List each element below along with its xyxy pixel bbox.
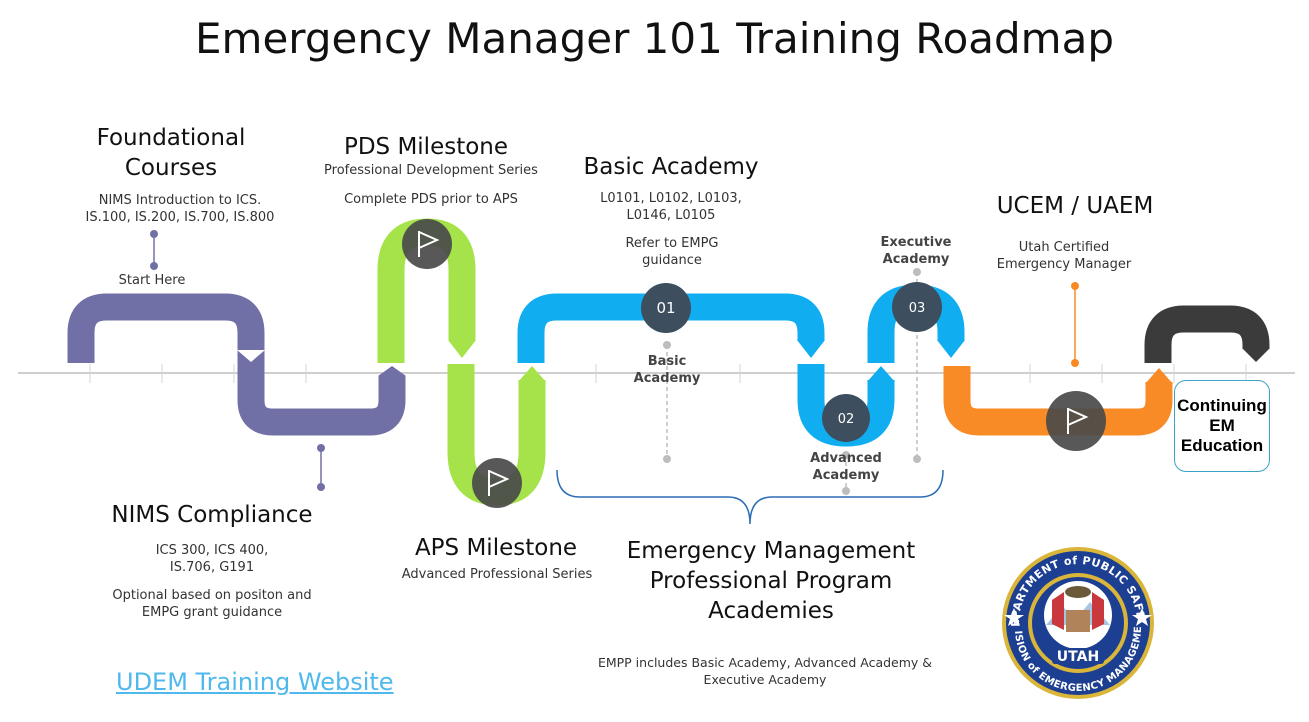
arrow-head-purple — [378, 366, 406, 376]
ucem-desc-line1: Utah Certified — [1018, 240, 1110, 255]
empp-brace — [556, 469, 944, 525]
flag-icon — [418, 231, 440, 257]
start-here-label: Start Here — [118, 273, 186, 288]
nims-desc-line1: ICS 300, ICS 400, — [155, 543, 269, 558]
marker-02-label: 02 — [838, 412, 855, 427]
path-segment-dark — [1144, 305, 1270, 363]
nims-desc-line2: IS.706, G191 — [169, 560, 255, 575]
advanced-marker-line2: Academy — [812, 468, 880, 483]
empp-heading: Emergency Management Professional Progra… — [611, 536, 931, 626]
marker-03-label: 03 — [909, 301, 926, 316]
basic-academy-marker-label: Basic Academy — [617, 353, 717, 387]
empp-desc-line1: EMPP includes Basic Academy, Advanced Ac… — [597, 655, 933, 670]
advanced-academy-marker-label: Advanced Academy — [787, 450, 905, 484]
basic-marker-line2: Academy — [633, 371, 701, 386]
basic-academy-note: Refer to EMPG guidance — [599, 235, 745, 269]
aps-heading: APS Milestone — [414, 535, 578, 561]
ucem-flag-marker — [1046, 391, 1106, 451]
advanced-marker-line1: Advanced — [810, 451, 882, 466]
foundational-desc: NIMS Introduction to ICS. IS.100, IS.200… — [60, 192, 300, 226]
foundational-desc-line1: NIMS Introduction to ICS. — [98, 193, 262, 208]
basic-academy-heading: Basic Academy — [583, 154, 759, 180]
empp-desc: EMPP includes Basic Academy, Advanced Ac… — [584, 654, 946, 688]
timeline-ticks — [89, 364, 1247, 383]
empp-heading-line1: Emergency Management — [626, 538, 916, 564]
marker-01-label: 01 — [656, 299, 675, 317]
empp-heading-line3: Academies — [708, 598, 834, 624]
continuing-line3: Education — [1180, 436, 1264, 455]
page-title: Emergency Manager 101 Training Roadmap — [195, 14, 1114, 63]
executive-academy-marker-label: Executive Academy — [857, 234, 975, 268]
empp-heading-line2: Professional Program — [649, 568, 893, 594]
connector-start — [150, 230, 158, 270]
executive-marker-line1: Executive — [880, 235, 952, 250]
marker-01 — [641, 283, 691, 333]
basic-academy-note-line1: Refer to EMPG — [625, 236, 719, 251]
nims-desc: ICS 300, ICS 400, IS.706, G191 — [112, 542, 312, 576]
marker-03 — [892, 282, 942, 332]
aps-subtitle: Advanced Professional Series — [401, 567, 593, 582]
foundational-heading-line1: Foundational — [96, 125, 246, 151]
connector-advanced — [842, 451, 850, 495]
nims-note-line2: EMPG grant guidance — [141, 605, 283, 620]
continuing-line1: Continuing — [1177, 396, 1267, 415]
continuing-line2: EM — [1209, 416, 1235, 435]
nims-heading: NIMS Compliance — [111, 502, 313, 528]
flag-icon — [1067, 408, 1089, 434]
basic-academy-desc-line1: L0101, L0102, L0103, — [600, 191, 742, 206]
path-segment-purple — [67, 293, 406, 436]
connector-nims — [317, 444, 325, 491]
pds-flag-marker — [402, 219, 452, 269]
foundational-heading: Foundational Courses — [71, 123, 271, 183]
basic-marker-line1: Basic — [647, 354, 687, 369]
foundational-desc-line2: IS.100, IS.200, IS.700, IS.800 — [85, 210, 275, 225]
empp-desc-line2: Executive Academy — [703, 672, 827, 687]
ucem-desc: Utah Certified Emergency Manager — [984, 239, 1144, 273]
basic-academy-desc-line2: L0146, L0105 — [626, 208, 716, 223]
basic-academy-note-line2: guidance — [642, 253, 702, 268]
seal-center-text: UTAH — [1057, 649, 1099, 665]
pds-desc: Complete PDS prior to APS — [344, 192, 518, 207]
connector-ucem — [1071, 282, 1079, 367]
udem-training-website-link[interactable]: UDEM Training Website — [116, 668, 394, 696]
pds-subtitle: Professional Development Series — [324, 163, 538, 178]
pds-heading: PDS Milestone — [343, 134, 509, 160]
aps-flag-marker — [472, 458, 522, 508]
marker-02 — [822, 394, 870, 442]
basic-academy-desc: L0101, L0102, L0103, L0146, L0105 — [571, 190, 771, 224]
executive-marker-line2: Academy — [882, 252, 950, 267]
ucem-heading: UCEM / UAEM — [996, 193, 1154, 219]
flag-icon — [488, 470, 510, 496]
nims-note-line1: Optional based on positon and — [112, 588, 312, 603]
nims-note: Optional based on positon and EMPG grant… — [82, 587, 342, 621]
foundational-heading-line2: Courses — [124, 155, 218, 181]
ucem-desc-line2: Emergency Manager — [996, 257, 1132, 272]
continuing-education-box: Continuing EM Education — [1174, 380, 1270, 472]
connector-basic — [663, 341, 671, 463]
